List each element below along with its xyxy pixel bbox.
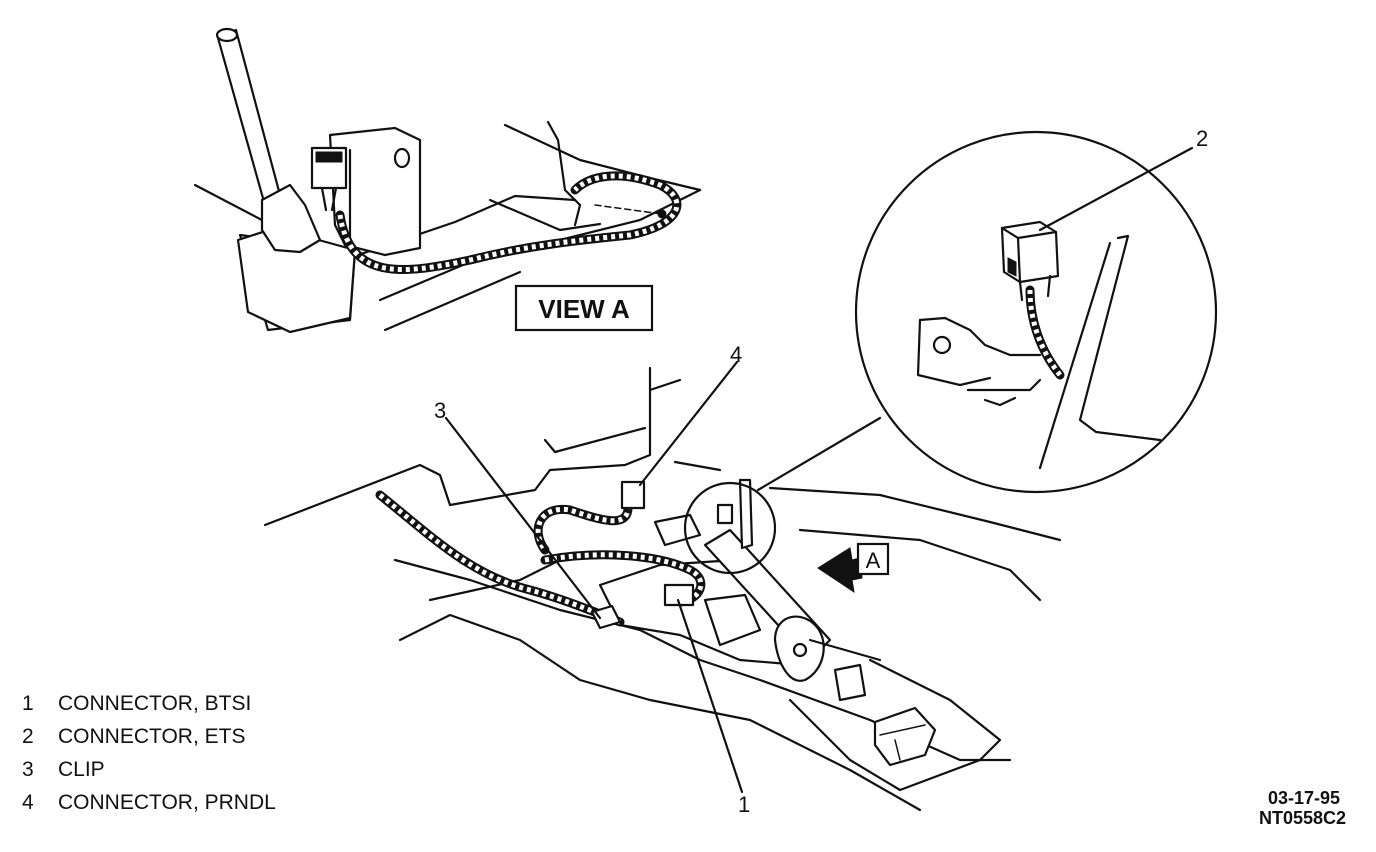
view-a-arrow: A — [817, 542, 890, 594]
legend-text: CONNECTOR, ETS — [58, 725, 246, 748]
legend-item: 4 CONNECTOR, PRNDL — [22, 791, 276, 824]
legend-item: 2 CONNECTOR, ETS — [22, 725, 276, 758]
arrow-label: A — [866, 548, 881, 573]
main-illustration — [263, 366, 1062, 812]
view-a-illustration — [193, 27, 702, 334]
callout-2-number: 2 — [1196, 126, 1208, 151]
callout-1: 1 — [676, 598, 750, 817]
magnified-detail — [854, 130, 1218, 494]
legend-number: 2 — [22, 725, 34, 748]
callout-4-number: 4 — [730, 342, 742, 367]
callout-3-number: 3 — [434, 398, 446, 423]
callout-1-number: 1 — [738, 792, 750, 817]
callout-4: 4 — [638, 342, 742, 487]
legend: 1 CONNECTOR, BTSI 2 CONNECTOR, ETS 3 CLIP 4… — [22, 692, 276, 824]
legend-number: 1 — [22, 692, 34, 715]
legend-text: CONNECTOR, BTSI — [58, 692, 252, 715]
callout-2: 2 — [1038, 126, 1208, 232]
ref-code: NT0558C2 — [1259, 808, 1346, 828]
legend-number: 4 — [22, 791, 34, 814]
legend-item: 1 CONNECTOR, BTSI — [22, 692, 276, 725]
ref-date: 03-17-95 — [1268, 788, 1340, 808]
detail-origin-circle — [683, 481, 777, 575]
legend-text: CONNECTOR, PRNDL — [58, 791, 276, 814]
callout-3: 3 — [434, 398, 602, 620]
legend-number: 3 — [22, 758, 34, 781]
legend-item: 3 CLIP — [22, 758, 276, 791]
view-a-label: VIEW A — [538, 294, 630, 324]
legend-text: CLIP — [58, 758, 105, 781]
view-a-label-box: VIEW A — [514, 284, 654, 332]
